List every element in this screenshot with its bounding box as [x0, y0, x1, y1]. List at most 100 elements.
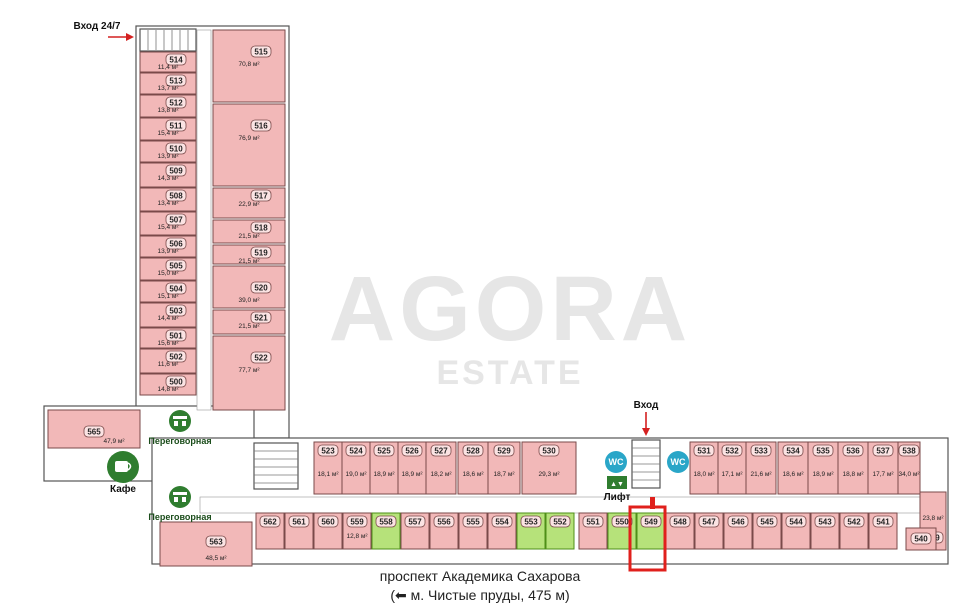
room-number-badge [433, 515, 455, 528]
room-number-badge [520, 515, 542, 528]
room-number: 502 [169, 353, 183, 362]
room-number: 544 [789, 518, 803, 527]
room-number: 519 [254, 249, 268, 258]
room-551[interactable]: 551 [578, 512, 608, 550]
room-number: 562 [263, 518, 277, 527]
meeting-room-1-label: Переговорная [148, 436, 211, 446]
room-561[interactable]: 561 [284, 512, 314, 550]
room-number: 546 [731, 518, 745, 527]
room-560[interactable]: 560 [313, 512, 343, 550]
room-area: 22,9 м² [238, 201, 260, 208]
room-556[interactable]: 556 [429, 512, 459, 550]
cafe[interactable]: Кафе [107, 451, 139, 495]
room-547[interactable]: 547 [694, 512, 724, 550]
wc-2-label: WC [671, 457, 686, 467]
room-area: 12,8 м² [346, 533, 368, 540]
street-name: проспект Академика Сахарова [379, 568, 581, 584]
room-540[interactable]: 540 [905, 527, 937, 551]
room-number: 542 [847, 518, 861, 527]
room-number: 563 [209, 538, 223, 547]
room-552[interactable]: 552 [545, 512, 575, 550]
room-number-badge [165, 282, 187, 295]
room-553[interactable]: 553 [516, 512, 546, 550]
entrance-24-7-label: Вход 24/7 [74, 21, 121, 32]
room-number-badge [317, 515, 339, 528]
central-stair [253, 442, 299, 490]
room-area: 15,1 м² [157, 293, 179, 300]
meeting-room-1[interactable]: Переговорная [148, 410, 212, 446]
room-557[interactable]: 557 [400, 512, 430, 550]
room-554[interactable]: 554 [487, 512, 517, 550]
meeting-room-2[interactable]: Переговорная [148, 486, 212, 522]
room-number-badge [842, 444, 864, 457]
room-number: 557 [408, 518, 422, 527]
room-545[interactable]: 545 [752, 512, 782, 550]
room-number-badge [250, 119, 272, 132]
room-541[interactable]: 541 [868, 512, 898, 550]
room-number-badge [250, 351, 272, 364]
room-548[interactable]: 548 [665, 512, 695, 550]
room-542[interactable]: 542 [839, 512, 869, 550]
room-562[interactable]: 562 [255, 512, 285, 550]
room-number-badge [785, 515, 807, 528]
room-555[interactable]: 555 [458, 512, 488, 550]
room-number: 500 [169, 378, 183, 387]
room-number: 534 [786, 447, 800, 456]
room-549[interactable]: 549 [636, 512, 666, 550]
room-546[interactable]: 546 [723, 512, 753, 550]
room-number-badge [693, 444, 715, 457]
room-550[interactable]: 550 [607, 512, 637, 550]
room-number-badge [165, 350, 187, 363]
room-area: 13,8 м² [157, 107, 179, 114]
room-543[interactable]: 543 [810, 512, 840, 550]
room-558[interactable]: 558 [371, 512, 401, 550]
room-number: 516 [254, 122, 268, 131]
room-number: 551 [586, 518, 600, 527]
room-544[interactable]: 544 [781, 512, 811, 550]
